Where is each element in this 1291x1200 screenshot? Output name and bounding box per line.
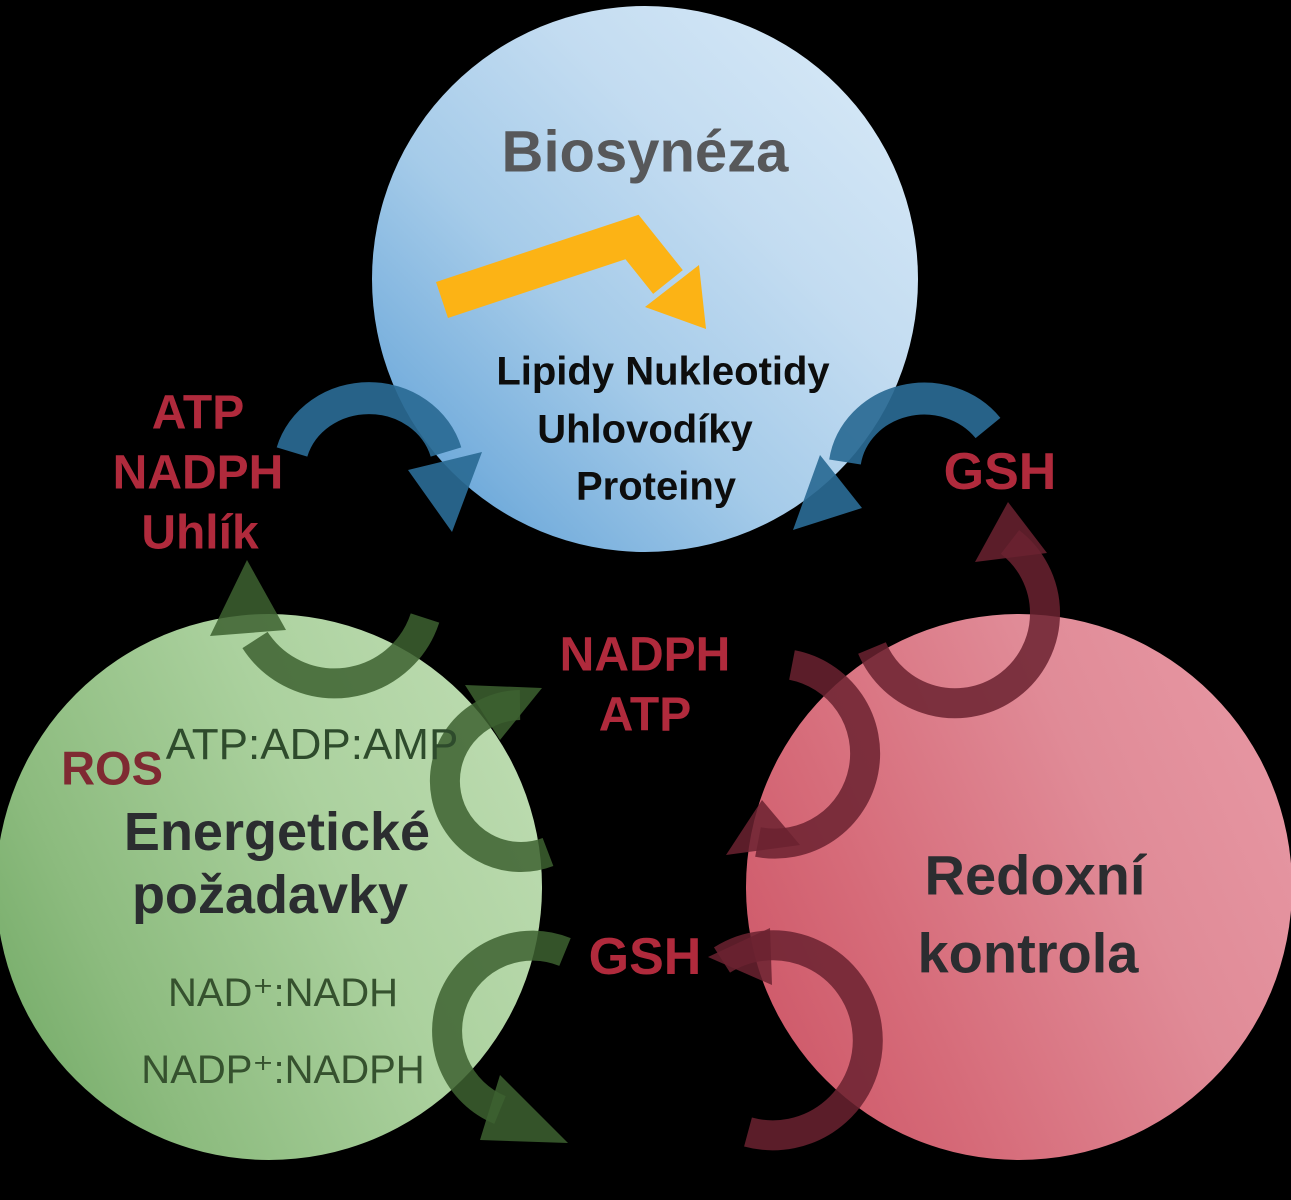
exchange-left-uhlik: Uhlík [141, 506, 259, 560]
energy-ratio-atp-adp-amp: ATP:ADP:AMP [165, 720, 459, 769]
energy-title-1: Energetické [123, 802, 431, 862]
cycle-arrowhead-green-bottom [480, 1075, 568, 1143]
exchange-middle-nadph: NADPH [559, 628, 731, 682]
biosynthesis-title: Biosynéza [501, 119, 789, 185]
energy-ros-label: ROS [61, 741, 163, 795]
exchange-bottom-gsh: GSH [588, 928, 702, 986]
cycle-arrowhead-maroon-right [975, 502, 1047, 562]
biosynthesis-products-1: Lipidy Nukleotidy [496, 349, 830, 394]
redox-title-1: Redoxní [924, 843, 1146, 907]
biosynthesis-products-2: Uhlovodíky [537, 407, 753, 452]
exchange-middle-atp: ATP [598, 688, 692, 742]
exchange-left-nadph: NADPH [112, 446, 284, 500]
exchange-right-gsh: GSH [943, 443, 1057, 501]
energy-ratio-nadp: NADP⁺:NADPH [141, 1048, 425, 1092]
energy-ratio-nad: NAD⁺:NADH [167, 971, 399, 1015]
biosynthesis-products-3: Proteiny [575, 464, 737, 509]
redox-title-2: kontrola [917, 921, 1139, 985]
exchange-left-atp: ATP [151, 386, 245, 440]
energy-title-2: požadavky [131, 865, 409, 925]
